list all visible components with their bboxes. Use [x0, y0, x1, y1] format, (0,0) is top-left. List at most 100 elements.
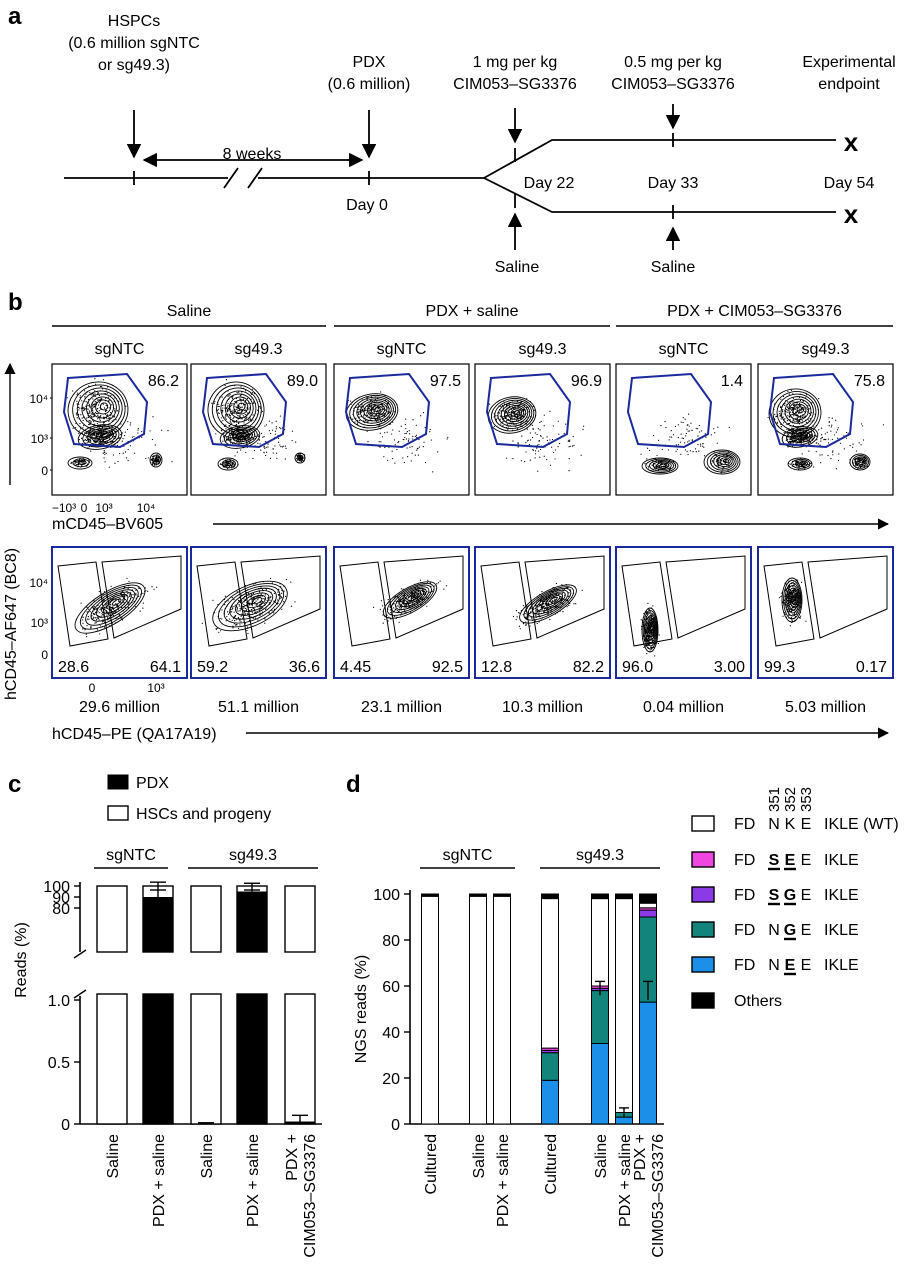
flow-event: [265, 424, 267, 426]
flow-event: [824, 433, 826, 435]
flow-event: [84, 396, 86, 398]
flow-sample-label: sgNTC: [95, 341, 145, 358]
flow-event: [675, 450, 677, 452]
flow-event: [238, 436, 240, 439]
flow-event: [240, 400, 242, 402]
flow-event: [222, 462, 225, 464]
flow-event: [445, 585, 448, 587]
flow-event: [135, 589, 137, 591]
flow-event: [372, 409, 375, 411]
flow-event: [94, 423, 96, 425]
flow-event: [238, 442, 240, 444]
flow-event: [535, 610, 537, 612]
flow-event: [779, 406, 782, 409]
flow-event: [426, 605, 428, 607]
flow-event: [240, 406, 242, 408]
flow-event: [400, 588, 403, 590]
flow-event: [509, 414, 511, 416]
flow-event: [101, 398, 103, 400]
flow-event: [227, 406, 229, 408]
flow-event: [802, 438, 804, 440]
flow-event: [416, 594, 418, 596]
flow-event: [137, 427, 139, 430]
flow-event: [540, 420, 542, 422]
flow-event: [356, 422, 358, 424]
flow-event: [854, 457, 856, 459]
flow-event: [391, 433, 393, 435]
flow-gate: [62, 372, 149, 449]
flow-event: [104, 437, 106, 440]
flow-event: [804, 415, 806, 417]
flow-event: [793, 437, 795, 440]
flow-event: [547, 602, 550, 605]
flow-event: [276, 452, 278, 454]
flow-event: [232, 409, 234, 411]
flow-event: [665, 426, 667, 429]
flow-event: [86, 636, 88, 638]
flow-event: [512, 411, 514, 414]
flow-event: [823, 439, 825, 441]
flow-event: [100, 606, 102, 609]
flow-event: [88, 402, 90, 404]
flow-event: [275, 428, 277, 430]
flow-event: [790, 408, 792, 410]
flow-event: [82, 462, 84, 464]
flow-event: [99, 385, 102, 388]
flow-event: [241, 425, 243, 428]
flow-event: [789, 411, 792, 413]
flow-event: [232, 627, 234, 629]
flow-event: [862, 425, 864, 427]
flow-event: [108, 427, 110, 429]
flow-event: [231, 606, 233, 608]
flow-event: [234, 455, 236, 457]
flow-event: [412, 438, 414, 440]
flow-event: [80, 414, 82, 416]
flow-event: [138, 595, 140, 598]
flow-contour: [297, 454, 304, 461]
flow-contour: [411, 593, 419, 599]
flow-event: [509, 415, 511, 417]
flow-event: [241, 418, 243, 420]
flow-event: [247, 602, 249, 604]
flow-event: [238, 430, 240, 433]
flow-event: [358, 410, 360, 412]
flow-event: [792, 420, 794, 422]
flow-event: [110, 610, 113, 612]
flow-event: [85, 439, 87, 442]
flow-event: [294, 601, 296, 603]
flow-event: [775, 416, 777, 418]
flow-event: [786, 411, 788, 413]
flow-event: [680, 433, 682, 435]
flow-event: [398, 607, 401, 609]
flow-event: [230, 416, 232, 418]
flow-event: [265, 601, 267, 603]
flow-event: [250, 436, 253, 438]
flow-event: [135, 594, 137, 596]
flow-event: [273, 600, 275, 602]
flow-event: [827, 454, 829, 457]
flow-event: [274, 601, 276, 603]
flow-event: [222, 407, 224, 409]
flow-event: [791, 413, 793, 416]
flow-event: [371, 414, 373, 416]
flow-event: [371, 405, 373, 407]
flow-event: [374, 408, 377, 410]
flow-event: [395, 609, 397, 611]
flow-event: [89, 415, 92, 417]
flow-event: [373, 606, 375, 608]
flow-event: [114, 408, 116, 410]
flow-contour: [111, 598, 122, 606]
flow-event: [516, 429, 518, 431]
flow-event: [237, 616, 240, 619]
flow-event: [528, 444, 531, 446]
flow-contour: [85, 587, 139, 626]
flow-event: [799, 437, 802, 439]
flow-event: [706, 467, 709, 469]
flow-event: [127, 587, 129, 590]
flow-event: [549, 464, 552, 466]
flow-event: [828, 421, 830, 423]
flow-event: [352, 418, 354, 420]
flow-event: [98, 591, 100, 593]
flow-event: [882, 424, 885, 426]
flow-event: [409, 606, 411, 608]
